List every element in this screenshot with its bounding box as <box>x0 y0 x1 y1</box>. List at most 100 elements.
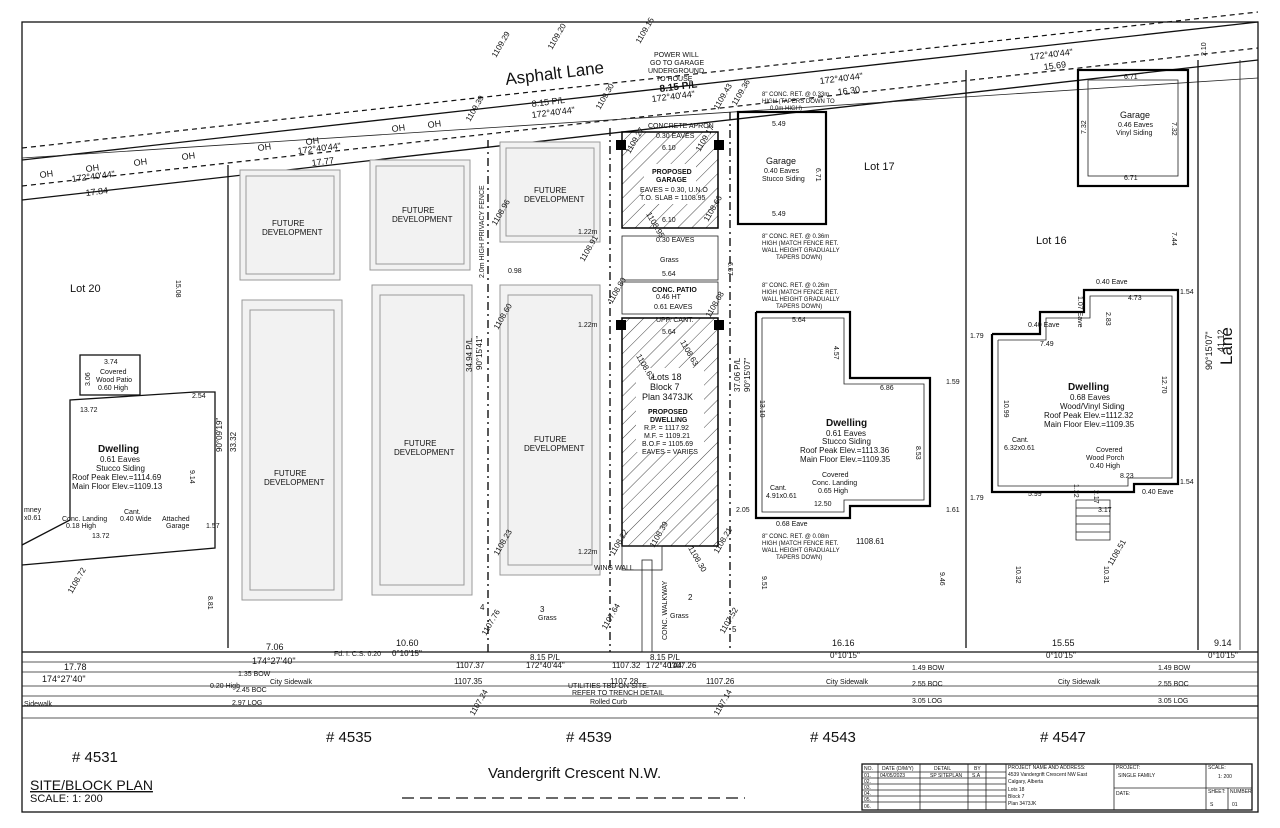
apron-label: CONCRETE APRON <box>648 123 714 130</box>
tb-scale: 1: 200 <box>1218 774 1232 780</box>
area-number: 2 <box>688 593 693 602</box>
future-label: FUTURE <box>534 186 566 195</box>
tb-header: DETAIL <box>934 766 951 772</box>
future-label: FUTURE <box>404 439 436 448</box>
dim: 16.16 <box>832 638 855 648</box>
dim: 10.99 <box>1002 400 1009 418</box>
future-label: FUTURE <box>274 469 306 478</box>
patio-label: CONC. PATIO <box>652 287 697 294</box>
sidewalk-label: Sidewalk <box>24 701 53 708</box>
patio-label: Covered <box>100 369 127 376</box>
dim: 0.40 Eave <box>1028 322 1060 329</box>
title-block: NO. DATE (D/M/Y) DETAIL BY 01. 04/05/202… <box>861 763 1253 811</box>
power-line: TO HOUSE <box>656 76 693 83</box>
eaves-label: 0.61 EAVES <box>654 304 693 311</box>
ret-note: 8" CONC. RET. @ 0.33m <box>762 92 829 98</box>
ret-note: WALL HEIGHT GRADUALLY <box>762 248 840 254</box>
landing-label: Conc. Landing <box>62 516 107 523</box>
garage-title: Garage <box>1120 110 1150 120</box>
bearing: 174°27'40" <box>42 674 86 684</box>
dim: 1.54 <box>1180 289 1194 296</box>
ret-note: HIGH (TAPERS DOWN TO <box>762 99 835 105</box>
ret-note: TAPERS DOWN) <box>776 555 822 561</box>
dim: 1.22m <box>578 229 598 236</box>
elev: 1107.64 <box>600 601 622 631</box>
dim: 10.32 <box>1014 566 1021 584</box>
landing-label: 0.18 High <box>66 523 96 530</box>
address-4535: # 4535 <box>326 729 372 746</box>
ret-note: HIGH (MATCH FENCE RET. <box>762 290 839 296</box>
elev: 1107.35 <box>454 677 483 686</box>
oh-label: OH <box>181 150 196 162</box>
tb-sheet: S <box>1210 802 1214 808</box>
tb-sheet-label: SHEET: <box>1208 789 1226 795</box>
bearing: 0°10'15" <box>392 649 422 658</box>
dim: 5.64 <box>662 271 676 278</box>
bearing: 90°09'19" <box>215 418 224 452</box>
future-label: DEVELOPMENT <box>392 215 453 224</box>
dwelling-line: Stucco Siding <box>96 464 145 473</box>
tb-cell: S.A <box>972 773 981 779</box>
bearing: 0°10'15" <box>1208 651 1238 660</box>
dim: 6.71 <box>1124 175 1138 182</box>
high-label: 0.20 High <box>210 683 240 690</box>
dim: 7.32 <box>1081 120 1088 134</box>
elev: 1107.32 <box>612 661 641 670</box>
front-dimensions: 174°27'40" 7.06 174°27'40" 17.78 Fd. I. … <box>42 638 1238 684</box>
eave: 0.68 Eave <box>776 521 808 528</box>
dim: 5.64 <box>792 317 806 324</box>
dim: 1.22m <box>578 322 598 329</box>
tb-cell: 03. <box>864 785 871 791</box>
dwelling-line: Main Floor Elev.=1109.13 <box>72 482 163 491</box>
patio-label: Wood Patio <box>96 377 132 384</box>
bearing-label: 172°40'44" <box>651 89 695 104</box>
dim: 1.22 <box>1072 484 1079 498</box>
bearing: 0°10'15" <box>830 651 860 660</box>
dim: 8.81 <box>206 596 213 610</box>
ret-note: 0.0m HIGH) <box>770 106 802 112</box>
dwelling-line: Roof Peak Elev.=1112.32 <box>1044 411 1134 420</box>
elev: 1108.51 <box>1106 537 1128 567</box>
future-development-labels: FUTURE DEVELOPMENT FUTURE DEVELOPMENT FU… <box>262 186 585 487</box>
elev: 1109.29 <box>490 29 512 59</box>
oh-label: OH <box>391 122 406 134</box>
dim: 1.22m <box>578 549 598 556</box>
city-sidewalk-label: City Sidewalk <box>270 679 313 686</box>
dim-label: 15.69 <box>1043 59 1067 72</box>
dim: 3.74 <box>104 359 118 366</box>
dim: 15.08 <box>174 280 181 298</box>
tb-num: 01 <box>1232 802 1238 808</box>
dim: 6.71 <box>814 168 821 182</box>
bearing: 172°40'44" <box>526 661 565 670</box>
bof: B.O.F = 1105.69 <box>642 441 693 448</box>
dim: 15.55 <box>1052 638 1075 648</box>
dim: 7.44 <box>1170 232 1177 246</box>
dwelling-line: Main Floor Elev.=1109.35 <box>1044 420 1135 429</box>
dwelling-title: Dwelling <box>1068 382 1109 393</box>
bearing: 0°10'15" <box>1046 651 1076 660</box>
dim: 17.78 <box>64 662 87 672</box>
lot-17-label: Lot 17 <box>864 161 895 173</box>
elev: 1109.15 <box>634 15 656 45</box>
walkway: CONC. WALKWAY <box>662 580 669 640</box>
dim: 5.99 <box>1028 491 1042 498</box>
bearing: 174°27'40" <box>252 656 296 666</box>
bearing: 172°40'44" <box>646 661 685 670</box>
plan-scale: SCALE: 1: 200 <box>30 793 103 805</box>
patio-ht: 0.46 HT <box>656 294 682 301</box>
tb-project: Plan 3473JK <box>1008 801 1037 807</box>
street-name: Vandergrift Crescent N.W. <box>488 765 661 782</box>
porch: Covered <box>1096 447 1123 454</box>
bow-label: 1.49 BOW <box>912 665 945 672</box>
elev: 1108.72 <box>66 565 88 595</box>
dim: 3.17 <box>1098 507 1112 514</box>
lot20-dwelling: 3.74 3.06 Covered Wood Patio 0.60 High 1… <box>21 280 238 610</box>
plan-label: Plan 3473JK <box>642 392 693 402</box>
dwelling-line: Stucco Siding <box>822 437 871 446</box>
future-label: DEVELOPMENT <box>394 448 455 457</box>
ret-note: 8" CONC. RET. @ 0.08m <box>762 534 829 540</box>
log-label: 3.05 LOG <box>912 698 942 705</box>
future-label: DEVELOPMENT <box>262 228 323 237</box>
dwelling-line: 0.68 Eaves <box>1070 393 1110 402</box>
garage-title: PROPOSED <box>652 169 692 176</box>
